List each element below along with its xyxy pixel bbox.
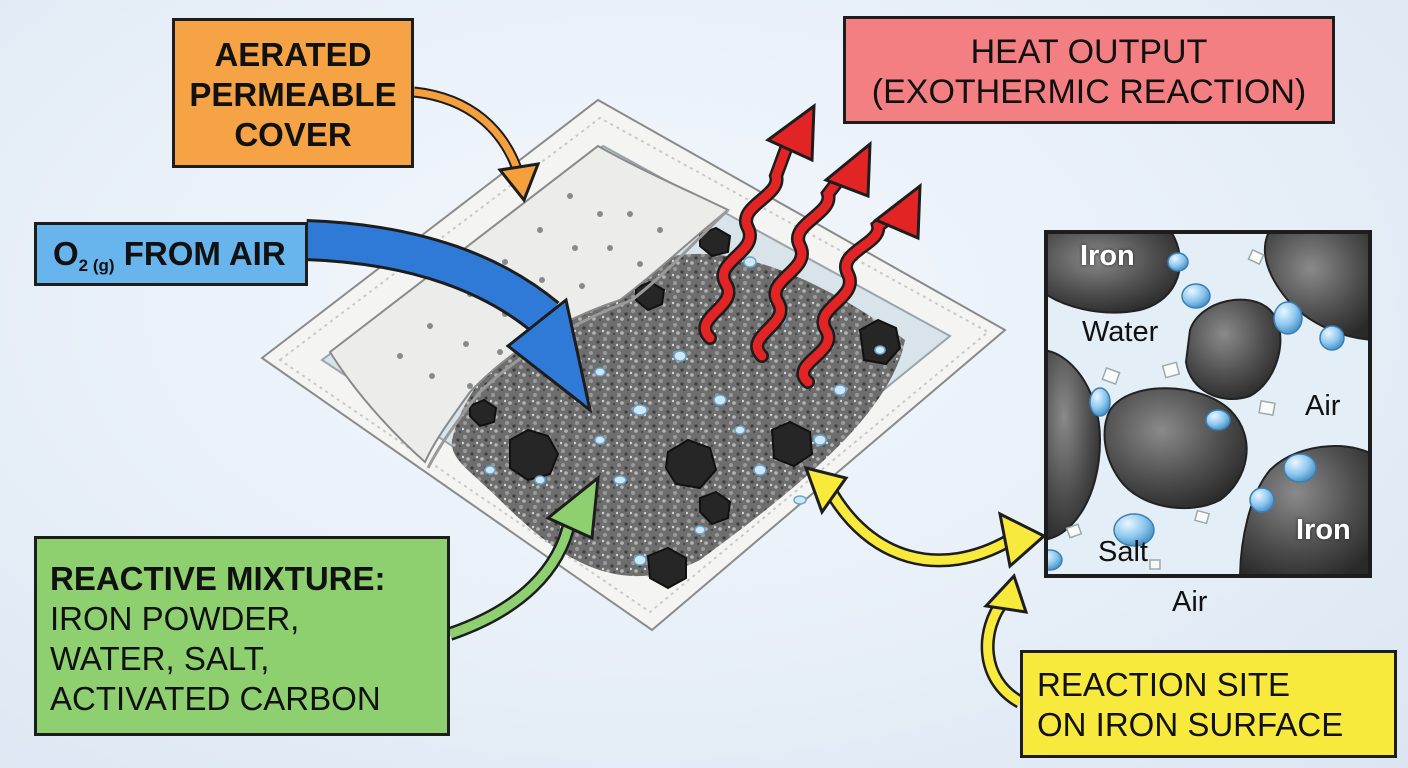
inset-label-water: Water [1082,316,1159,348]
heat-output-label: HEAT OUTPUT (EXOTHERMIC REACTION) [843,16,1335,124]
oxygen-flow-arrow [305,219,593,414]
site-pointer-arrow [980,573,1029,709]
heat-wave-arrows [698,102,922,389]
oxygen-formula: O [53,235,79,272]
reaction-site-label: REACTION SITE ON IRON SURFACE [1020,650,1397,758]
oxygen-from-air-label: O2 (g) FROM AIR [34,222,308,286]
inset-label-air-right: Air [1305,390,1341,422]
mixture-line-3: ACTIVATED CARBON [50,680,381,717]
cover-pointer-arrow [413,86,541,203]
mixture-title: REACTIVE MIXTURE: [50,560,386,597]
mixture-line-2: WATER, SALT, [50,640,270,677]
inset-label-iron-bottom: Iron [1296,514,1351,546]
inset-label-air-below: Air [1172,586,1208,618]
oxygen-label-rest: FROM AIR [114,235,286,272]
reactive-mixture-label: REACTIVE MIXTURE: IRON POWDER, WATER, SA… [34,536,450,736]
aerated-permeable-cover-label: AERATED PERMEABLE COVER [172,18,414,168]
cover-label-line-2: PERMEABLE [189,76,397,113]
site-label-line-1: REACTION SITE [1037,666,1291,703]
cover-label-line-1: AERATED [214,36,372,73]
heat-label-line-1: HEAT OUTPUT [970,33,1208,71]
mixture-line-1: IRON POWDER, [50,600,300,637]
oxygen-subscript: 2 (g) [78,256,115,275]
inset-label-iron-top: Iron [1080,240,1135,272]
reaction-site-double-arrow [803,465,1047,569]
microscopic-inset [1044,230,1372,578]
cover-label-line-3: COVER [234,116,352,153]
heat-label-line-2: (EXOTHERMIC REACTION) [871,73,1307,111]
mixture-pointer-arrow [447,474,600,641]
site-label-line-2: ON IRON SURFACE [1037,706,1344,743]
inset-label-salt: Salt [1098,536,1148,568]
